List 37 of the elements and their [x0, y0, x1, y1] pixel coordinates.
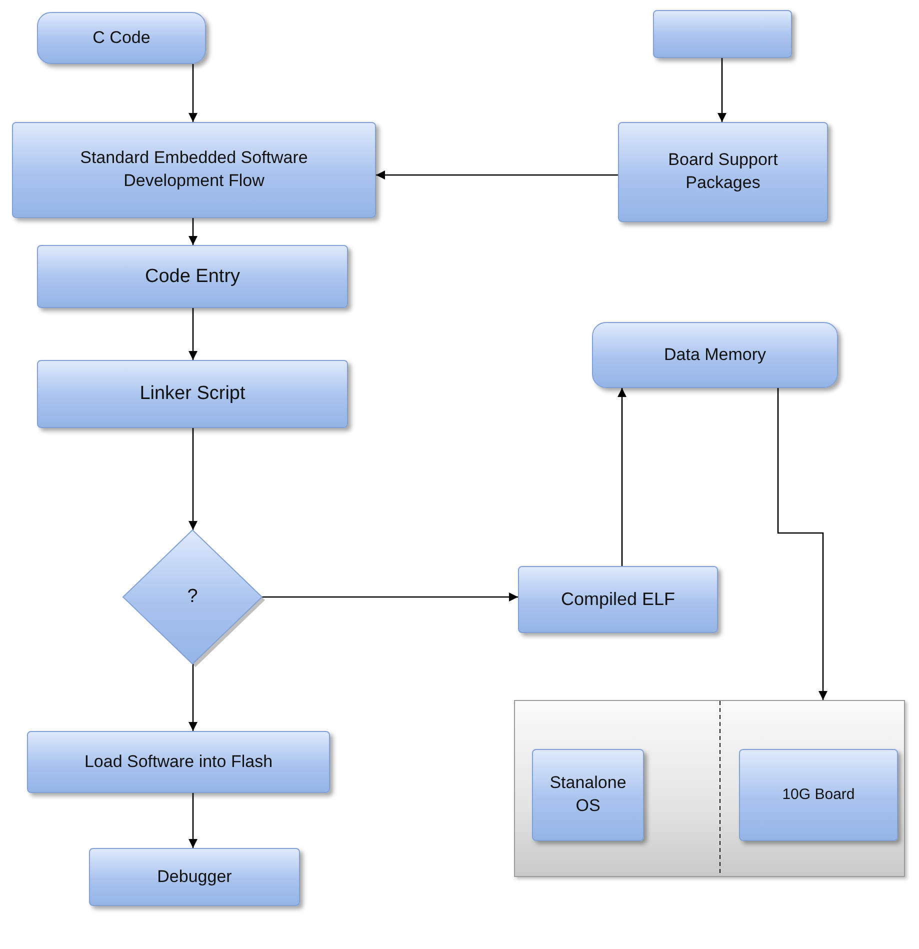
arrow	[188, 428, 198, 530]
node-label: Stanalone OS	[548, 772, 628, 817]
arrow	[188, 218, 198, 245]
node-label: Linker Script	[138, 382, 246, 406]
node-label: C Code	[92, 26, 152, 49]
arrow	[188, 793, 198, 848]
arrow	[777, 388, 828, 700]
process-box	[739, 749, 898, 841]
process-box	[592, 322, 838, 388]
process-box	[532, 749, 644, 841]
arrow	[188, 64, 198, 122]
node-label: Compiled ELF	[560, 588, 676, 612]
process-box	[37, 360, 348, 428]
arrow	[376, 170, 618, 180]
process-box	[27, 731, 330, 793]
arrow	[262, 592, 518, 602]
node-label: Standard Embedded Software Development Flow	[79, 147, 309, 192]
arrow	[618, 388, 626, 566]
process-box	[518, 566, 718, 633]
arrow	[718, 58, 726, 122]
node-label: Code Entry	[144, 264, 242, 289]
process-box	[89, 848, 300, 906]
process-box	[37, 245, 348, 308]
node-label: Debugger	[156, 866, 233, 888]
node-label: ?	[186, 585, 199, 610]
process-box	[618, 122, 828, 222]
node-label: Data Memory	[662, 344, 768, 366]
process-box	[653, 10, 792, 58]
node-label: Load Software into Flash	[83, 750, 274, 773]
node-label: 10G Board	[781, 784, 856, 805]
container-panel	[514, 700, 905, 877]
node-label: Board Support Packages	[667, 149, 779, 194]
arrow	[188, 664, 198, 731]
arrow	[188, 308, 198, 360]
process-box	[37, 12, 206, 64]
decision-diamond	[123, 530, 262, 664]
process-box	[12, 122, 376, 218]
